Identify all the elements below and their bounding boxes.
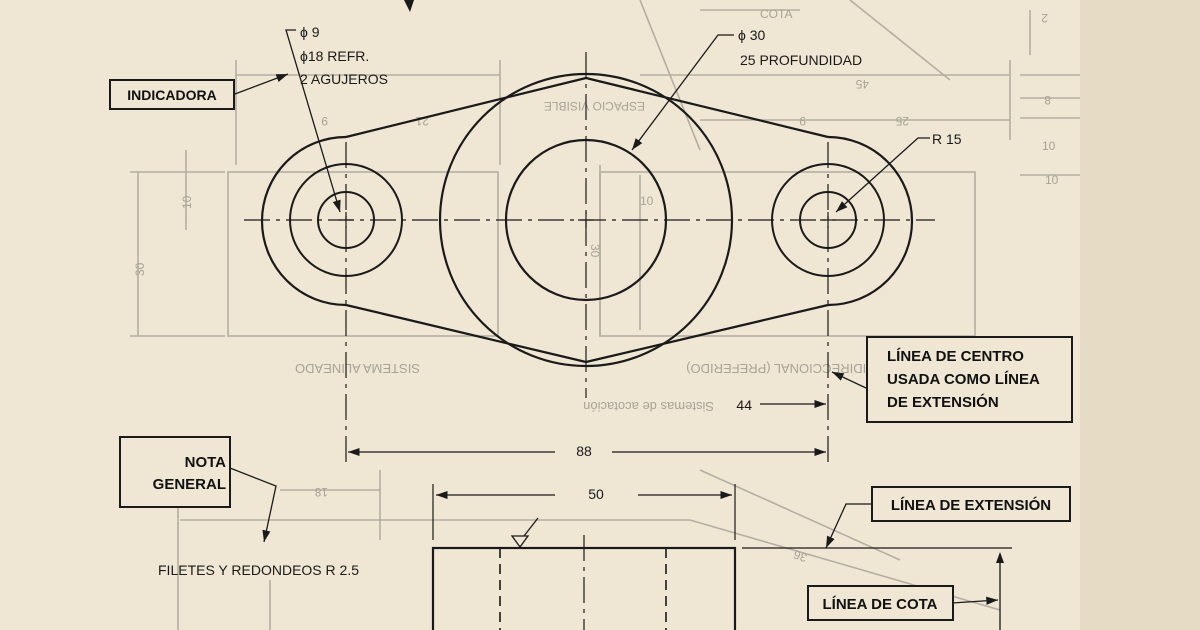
hole-diameter-note: ϕ 9 <box>300 24 320 40</box>
faded-unidireccional: UNIDIRECCIONAL (PREFERIDO) <box>686 361 885 376</box>
faded-num-30b: 30 <box>588 244 602 258</box>
linea-extension-box <box>871 486 1071 522</box>
faded-num-9a: 9 <box>799 114 806 128</box>
right-lobe-outline <box>827 135 914 307</box>
upper-left-tangent <box>345 76 587 139</box>
paper-edge-shade <box>1080 0 1200 630</box>
faded-num-10a: 10 <box>180 195 194 209</box>
left-counterbore-circle <box>289 163 403 277</box>
right-counterbore-circle <box>771 163 885 277</box>
faded-num-2: 2 <box>1041 11 1048 25</box>
faded-num-45: 45 <box>855 77 869 91</box>
height-dimension-arrow <box>996 552 1004 563</box>
fillets-note: FILETES Y REDONDEOS R 2.5 <box>158 562 359 578</box>
linea-centro-label-1: LÍNEA DE CENTRO <box>887 348 1024 365</box>
nota-general-pointer <box>229 467 277 543</box>
faded-cota: COTA <box>760 7 792 21</box>
linea-centro-label-2: USADA COMO LÍNEA <box>887 371 1040 388</box>
left-lobe-outline <box>260 135 347 307</box>
faded-num-9b: 9 <box>321 114 328 128</box>
callout-linea-extension: LÍNEA DE EXTENSIÓN <box>871 486 1071 522</box>
nota-general-label-1: NOTA <box>185 454 227 471</box>
front-view <box>431 484 1012 630</box>
cota-callout-pointer <box>951 596 999 605</box>
callout-indicadora: INDICADORA <box>109 79 235 110</box>
faded-num-10c: 10 <box>1042 139 1056 153</box>
faded-num-8: 8 <box>1044 93 1051 107</box>
hole-note-leader <box>285 29 341 213</box>
faded-num-36: 36 <box>791 547 809 565</box>
dim-50-value: 50 <box>588 486 604 502</box>
lower-left-tangent <box>345 303 587 364</box>
stray-arrow-mark <box>404 0 414 12</box>
right-hole-circle <box>799 191 857 249</box>
central-boss-outer-circle <box>438 72 734 368</box>
lower-right-tangent <box>585 303 829 364</box>
callout-nota-general: NOTA GENERAL <box>119 436 231 508</box>
dim-88-value: 88 <box>576 443 592 459</box>
upper-right-tangent <box>585 76 829 139</box>
faded-sistema-alineado: SISTEMA ALINEADO <box>295 361 420 376</box>
central-bore-circle <box>504 138 668 302</box>
top-view <box>244 52 935 462</box>
leaders-and-dimensions <box>229 29 999 605</box>
counterbore-note: ϕ18 REFR. <box>300 48 369 64</box>
left-hole-circle <box>317 191 375 249</box>
linea-cota-label: LÍNEA DE COTA <box>823 596 938 613</box>
callout-linea-cota: LÍNEA DE COTA <box>807 585 954 621</box>
faded-num-18: 18 <box>314 485 328 499</box>
faded-sistemas-acotacion: Sistemas de acotación <box>583 399 714 414</box>
boss-note-leader <box>631 34 734 151</box>
center-marks <box>338 212 836 228</box>
faded-background-drawing <box>130 0 1080 630</box>
nota-general-label-2: GENERAL <box>153 476 226 493</box>
faded-num-25: 25 <box>895 114 909 128</box>
linea-centro-box <box>866 336 1073 423</box>
surface-finish-tail <box>523 517 539 537</box>
faded-num-10b: 10 <box>640 194 654 208</box>
radius-leader <box>835 137 930 213</box>
extension-callout-pointer <box>825 503 872 549</box>
annotation-texts: ϕ 9 ϕ18 REFR. 2 AGUJEROS ϕ 30 25 PROFUND… <box>158 24 962 578</box>
indicadora-box <box>109 79 235 110</box>
centerline-callout-pointer <box>831 371 867 389</box>
indicadora-label: INDICADORA <box>127 87 216 103</box>
callout-linea-centro: LÍNEA DE CENTRO USADA COMO LÍNEA DE EXTE… <box>866 336 1073 423</box>
linea-cota-box <box>807 585 954 621</box>
faded-espacio-visible: ESPACIO VISIBLE <box>544 99 645 113</box>
radius-note: R 15 <box>932 131 962 147</box>
linea-extension-label: LÍNEA DE EXTENSIÓN <box>891 496 1051 514</box>
linea-centro-label-3: DE EXTENSIÓN <box>887 393 999 411</box>
faded-num-10d: 10 <box>1045 173 1059 187</box>
faded-num-30a: 30 <box>133 262 147 276</box>
indicadora-pointer <box>234 73 289 95</box>
hole-count-note: 2 AGUJEROS <box>300 71 388 87</box>
dim-44-value: 44 <box>736 397 752 413</box>
boss-diameter-note: ϕ 30 <box>738 27 766 43</box>
nota-general-box <box>119 436 231 508</box>
surface-finish-symbol <box>510 535 530 549</box>
boss-depth-note: 25 PROFUNDIDAD <box>740 52 862 68</box>
